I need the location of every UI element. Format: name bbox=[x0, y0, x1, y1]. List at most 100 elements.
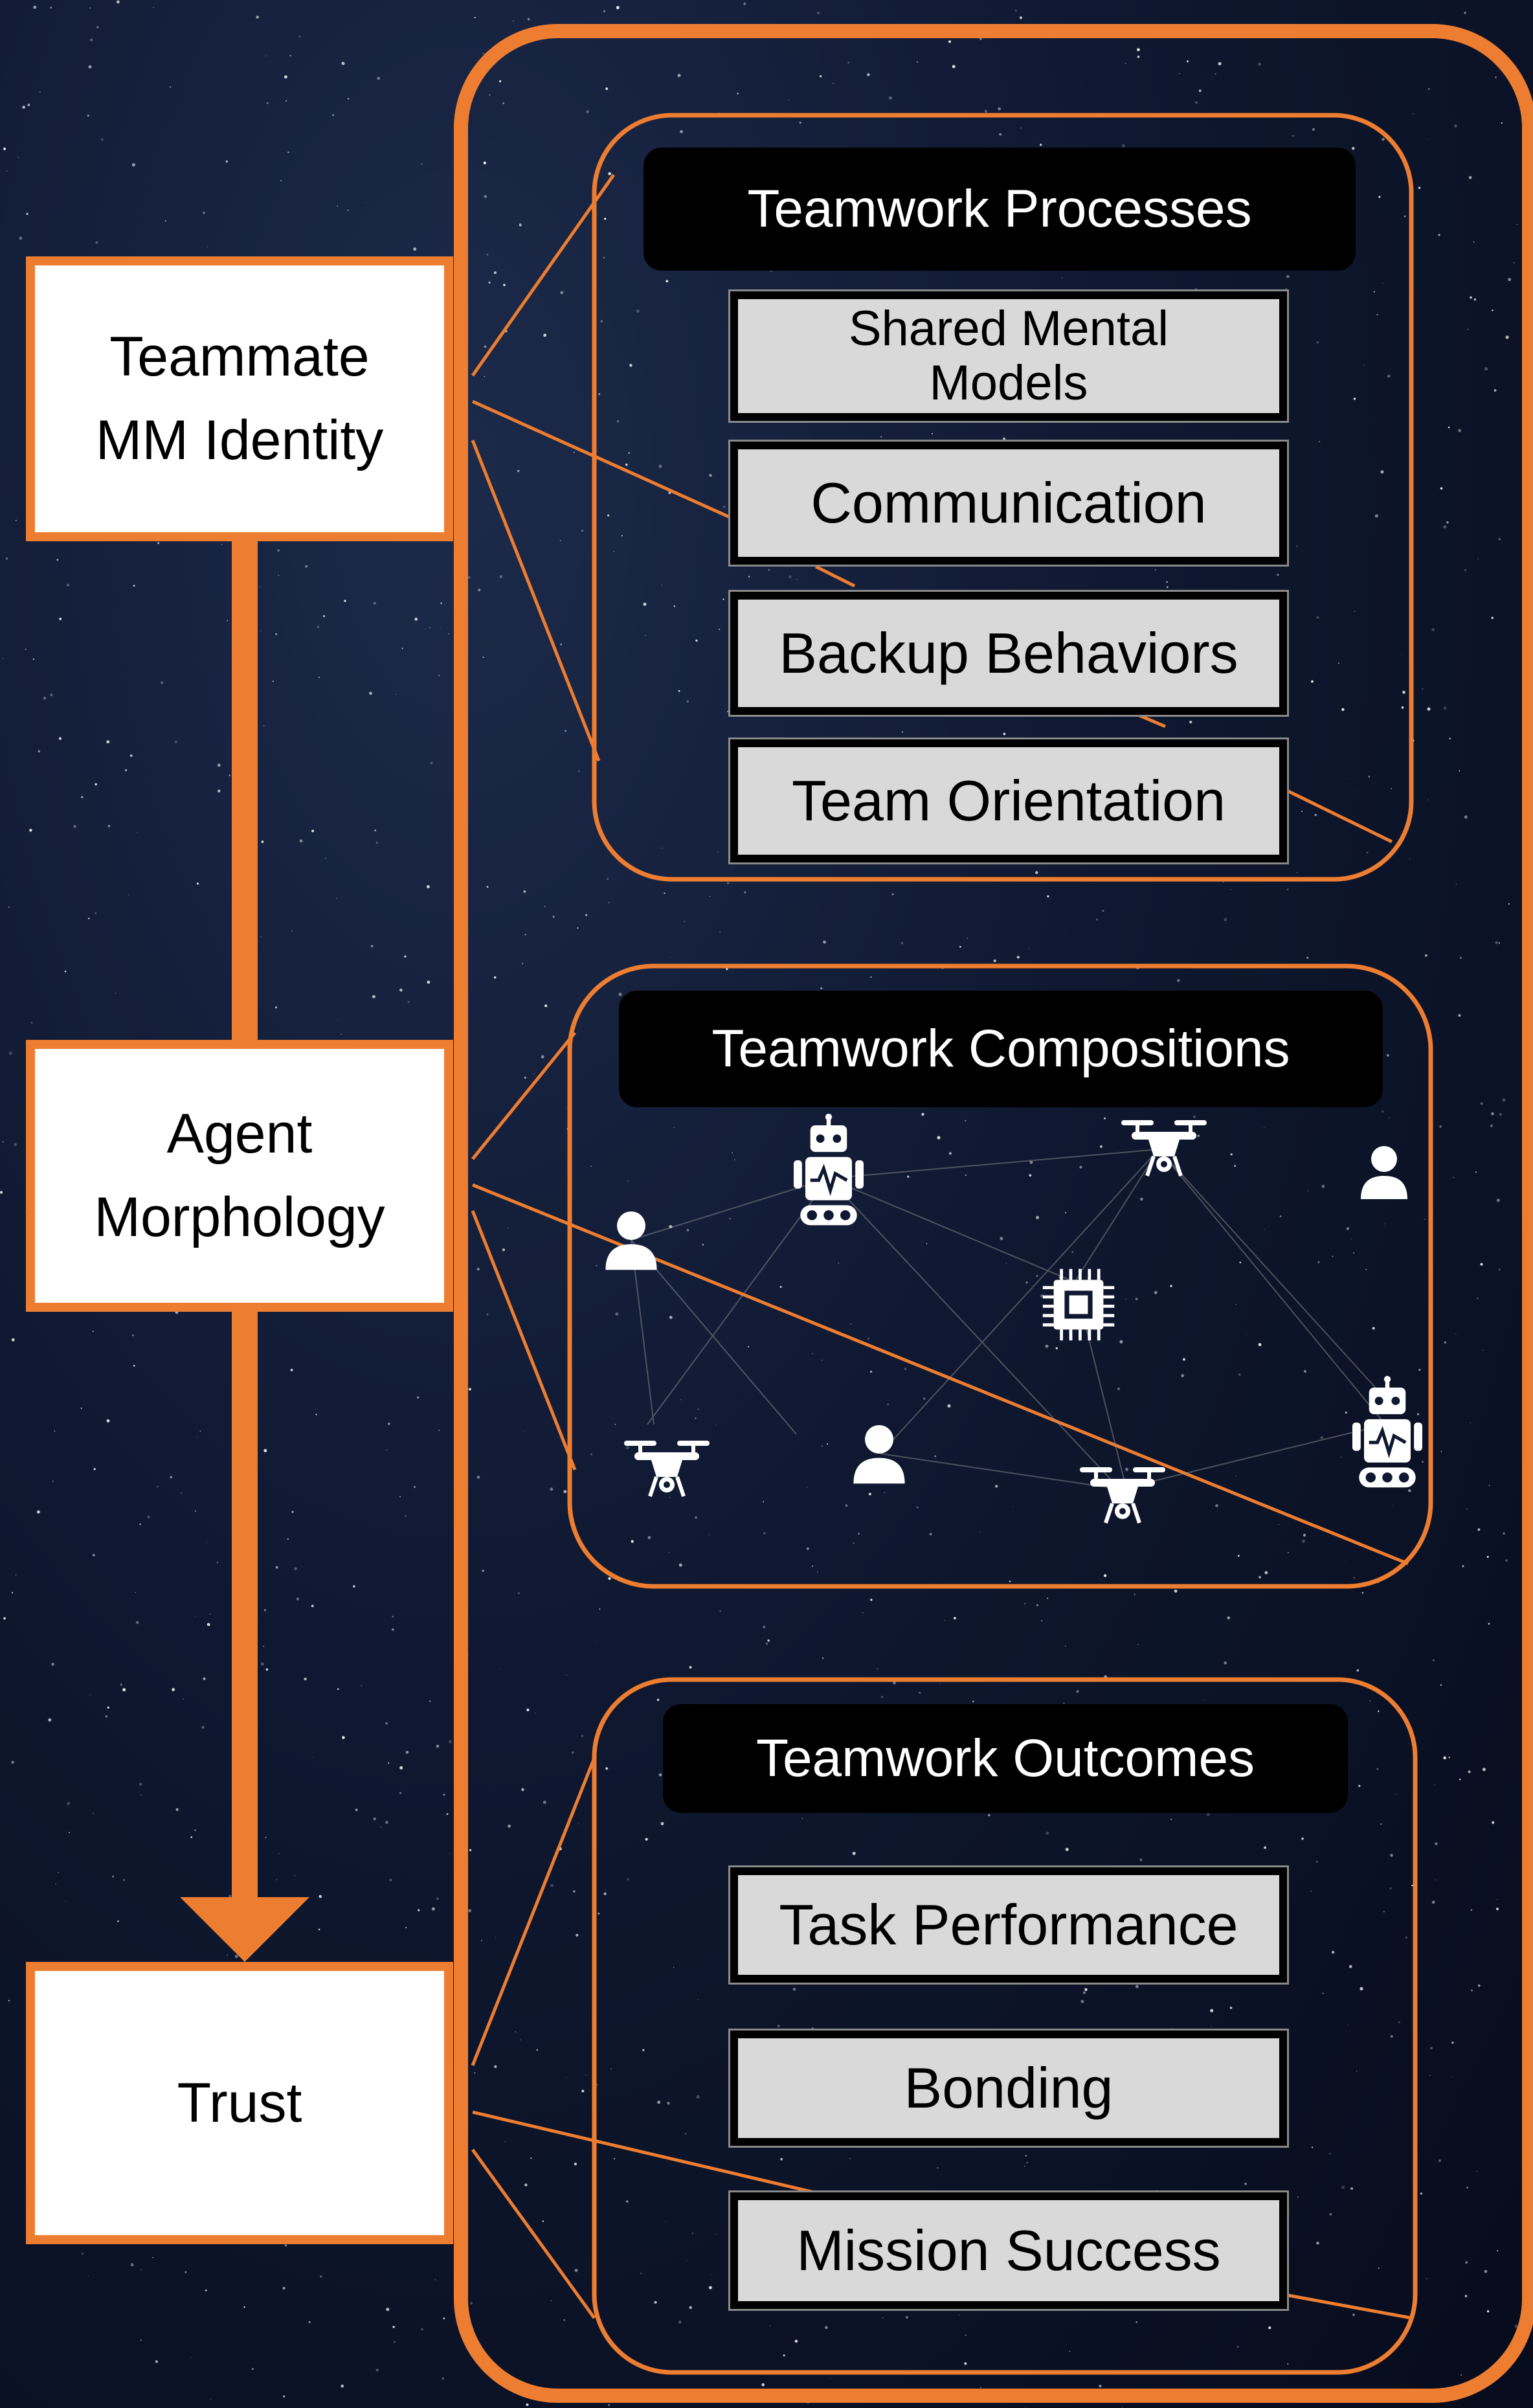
star bbox=[709, 2286, 712, 2290]
star bbox=[577, 927, 579, 929]
star bbox=[291, 930, 293, 932]
star bbox=[789, 575, 792, 579]
star bbox=[1391, 1505, 1393, 1506]
robot-icon bbox=[1352, 1376, 1422, 1488]
star bbox=[1451, 2076, 1453, 2078]
star bbox=[1104, 1117, 1106, 1120]
star bbox=[199, 1430, 201, 1432]
star bbox=[544, 905, 546, 907]
star bbox=[727, 710, 729, 712]
star bbox=[401, 647, 403, 649]
star bbox=[1440, 1684, 1442, 1686]
star bbox=[993, 959, 996, 963]
star bbox=[979, 1531, 981, 1533]
process-item-communication: Communication bbox=[728, 440, 1289, 567]
star bbox=[1029, 1174, 1032, 1177]
star bbox=[1234, 1165, 1236, 1167]
star bbox=[1311, 680, 1314, 683]
star bbox=[1378, 1710, 1380, 1713]
star bbox=[585, 914, 588, 916]
process-item-shared-mental-models: Shared Mental Models bbox=[728, 289, 1289, 423]
star bbox=[107, 825, 111, 827]
outcome-item-task-performance: Task Performance bbox=[728, 1865, 1289, 1985]
star bbox=[1376, 313, 1378, 316]
star bbox=[1477, 1298, 1479, 1299]
star bbox=[1372, 1327, 1375, 1330]
star bbox=[1448, 426, 1450, 429]
star bbox=[980, 2387, 981, 2389]
star bbox=[194, 1829, 196, 1831]
star bbox=[796, 579, 798, 581]
star bbox=[1237, 1555, 1240, 1557]
star bbox=[234, 1955, 238, 1959]
star bbox=[1363, 365, 1365, 366]
star bbox=[718, 113, 720, 115]
star bbox=[481, 1940, 482, 1941]
star bbox=[1137, 48, 1140, 52]
star bbox=[1258, 62, 1262, 66]
star bbox=[1155, 569, 1156, 570]
star bbox=[1369, 1700, 1371, 1702]
star bbox=[261, 1662, 264, 1666]
star bbox=[278, 1852, 280, 1854]
star bbox=[1446, 521, 1449, 524]
star bbox=[1301, 1539, 1305, 1543]
star bbox=[1525, 135, 1528, 139]
star bbox=[1373, 291, 1375, 293]
star bbox=[792, 1988, 796, 1991]
star bbox=[1422, 688, 1424, 690]
star bbox=[1287, 2363, 1289, 2365]
star bbox=[87, 115, 89, 117]
star bbox=[829, 2378, 831, 2379]
star bbox=[484, 376, 485, 377]
star bbox=[1464, 568, 1467, 572]
star bbox=[1492, 309, 1494, 311]
star bbox=[577, 770, 580, 772]
star bbox=[1346, 1227, 1350, 1230]
star bbox=[999, 133, 1002, 136]
star bbox=[499, 80, 502, 83]
star bbox=[1044, 113, 1047, 115]
star bbox=[621, 535, 623, 537]
star bbox=[282, 2286, 285, 2290]
star bbox=[95, 912, 96, 914]
star bbox=[229, 774, 230, 776]
star bbox=[1154, 1290, 1158, 1294]
star bbox=[965, 1174, 967, 1176]
star bbox=[323, 615, 326, 618]
trust-label: Trust bbox=[177, 2071, 302, 2134]
star bbox=[603, 256, 605, 259]
star bbox=[631, 1540, 634, 1543]
star bbox=[697, 1999, 699, 2000]
star bbox=[67, 583, 69, 587]
star bbox=[252, 2368, 254, 2370]
star bbox=[275, 1566, 278, 1569]
star bbox=[520, 2039, 521, 2041]
star bbox=[868, 1492, 871, 1496]
star bbox=[1071, 1251, 1074, 1254]
star bbox=[58, 737, 62, 740]
star bbox=[1019, 16, 1022, 19]
star bbox=[100, 138, 104, 141]
star bbox=[627, 1180, 629, 1182]
star bbox=[207, 1623, 210, 1626]
star bbox=[558, 1847, 562, 1851]
star bbox=[1046, 1831, 1049, 1835]
star bbox=[1386, 1053, 1389, 1057]
star bbox=[565, 730, 567, 732]
star bbox=[448, 1740, 452, 1744]
star bbox=[1404, 215, 1406, 218]
star bbox=[1391, 787, 1393, 789]
star bbox=[413, 1486, 416, 1489]
star bbox=[947, 1404, 951, 1408]
star bbox=[737, 93, 739, 95]
star bbox=[1238, 1373, 1241, 1376]
star bbox=[294, 1875, 296, 1876]
star bbox=[1315, 1860, 1318, 1863]
star bbox=[1319, 441, 1320, 442]
star bbox=[1210, 2009, 1214, 2012]
star bbox=[1320, 1436, 1323, 1439]
star bbox=[139, 1783, 142, 1786]
star bbox=[123, 1879, 125, 1881]
star bbox=[719, 931, 721, 933]
